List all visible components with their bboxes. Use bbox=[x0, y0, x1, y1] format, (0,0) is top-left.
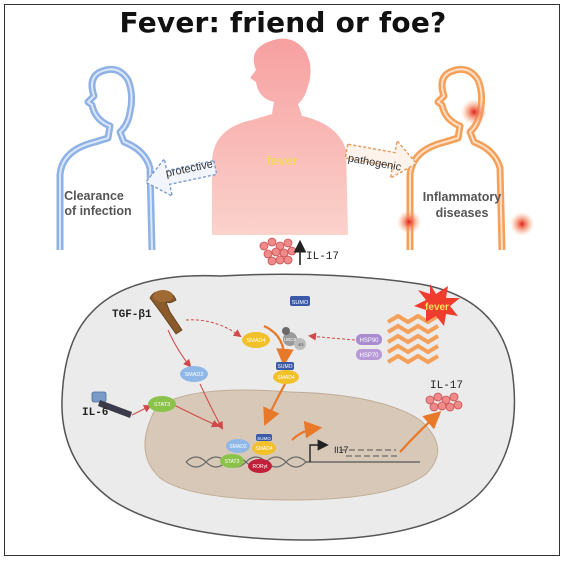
pathogenic-arrow: pathogenic bbox=[344, 139, 418, 180]
il17-cluster-right bbox=[425, 392, 463, 412]
il6-receptor bbox=[91, 391, 132, 418]
clearance-label-line1: Clearance bbox=[64, 189, 124, 203]
svg-text:SMAD4: SMAD4 bbox=[247, 338, 266, 344]
svg-text:SMAD4: SMAD4 bbox=[255, 446, 272, 452]
hsp90-protein: HSP90 bbox=[356, 334, 382, 345]
rorgt-nuclear: RORγt bbox=[248, 459, 272, 473]
il17-cluster-top bbox=[259, 237, 297, 266]
svg-text:UBC9: UBC9 bbox=[284, 337, 297, 342]
fever-burst: fever bbox=[414, 284, 460, 326]
tgfb1-to-smad2-arrow bbox=[167, 329, 192, 368]
sumo-top: SUMO bbox=[290, 296, 310, 306]
svg-text:SMAD2: SMAD2 bbox=[229, 444, 246, 450]
svg-text:HSP90: HSP90 bbox=[359, 338, 379, 344]
sumo-smad4-to-nucleus-arrow bbox=[263, 383, 286, 427]
fever-label: fever bbox=[266, 153, 297, 168]
il17-top-label: IL-17 bbox=[306, 251, 339, 263]
ubc9-e3-complex: UBC9 E3 bbox=[282, 327, 306, 350]
smad2-nuclear: SMAD2 bbox=[226, 439, 250, 453]
inflammation-spot-right-arm bbox=[510, 212, 534, 236]
il6-label: IL-6 bbox=[82, 407, 108, 419]
il17-right-label: IL-17 bbox=[430, 380, 463, 392]
sumo-nuclear: SUMO bbox=[256, 434, 272, 441]
protective-human-outline bbox=[56, 65, 156, 251]
svg-text:SMAD2: SMAD2 bbox=[185, 372, 204, 378]
svg-text:RORγt: RORγt bbox=[253, 464, 269, 470]
dna-helix bbox=[185, 456, 307, 468]
svg-text:HSP70: HSP70 bbox=[359, 353, 379, 359]
hsp-to-smad4-arrow bbox=[308, 332, 356, 341]
figure-title: Fever: friend or foe? bbox=[119, 6, 447, 39]
hsp70-protein: HSP70 bbox=[356, 349, 382, 360]
smad4-nuclear: SMAD4 bbox=[252, 441, 276, 455]
smad2-protein: SMAD2 bbox=[180, 366, 208, 382]
svg-text:SUMO: SUMO bbox=[278, 364, 293, 370]
stat3-protein-cytoplasm: STAT3 bbox=[148, 396, 176, 412]
complex-to-gene-arrow bbox=[291, 420, 323, 441]
protective-human-outline-inner bbox=[59, 68, 153, 251]
inflammation-spot-head bbox=[461, 99, 487, 125]
inflammatory-label-line2: diseases bbox=[436, 206, 489, 220]
svg-text:SUMO: SUMO bbox=[292, 300, 309, 306]
clearance-label-line2: of infection bbox=[64, 204, 131, 218]
nucleus bbox=[144, 389, 439, 501]
inflammatory-label-line1: Inflammatory bbox=[423, 190, 502, 204]
transcription-start-arrow bbox=[309, 439, 329, 462]
tgfb1-to-smad4-arrow bbox=[185, 319, 242, 338]
svg-text:SMAD4: SMAD4 bbox=[277, 375, 294, 381]
fever-human-silhouette bbox=[212, 38, 348, 235]
fever-burst-label: fever bbox=[425, 302, 449, 313]
stat3-to-nucleus-arrow bbox=[171, 403, 220, 428]
smad4-sumoylation-arrow bbox=[263, 324, 294, 367]
svg-text:STAT3: STAT3 bbox=[225, 459, 240, 465]
tgfb1-label: TGF-β1 bbox=[112, 309, 152, 321]
heat-wave-stack bbox=[386, 313, 440, 365]
svg-text:E3: E3 bbox=[299, 342, 305, 347]
figure-frame bbox=[4, 4, 560, 556]
stat3-nuclear: STAT3 bbox=[220, 454, 244, 468]
pathogenic-human-outline bbox=[406, 65, 506, 251]
mrna-transcript bbox=[340, 449, 400, 457]
tgfb1-receptor bbox=[149, 290, 183, 335]
pathogenic-human-outline-inner bbox=[409, 68, 503, 251]
smad2-to-nucleus-arrow bbox=[199, 383, 223, 430]
il6-to-stat3-arrow bbox=[131, 405, 152, 416]
sumo-smad4-cytoplasm: SUMO SMAD4 bbox=[273, 362, 299, 384]
inflammation-spot-left-arm bbox=[397, 210, 421, 234]
gene-to-il17-arrow bbox=[399, 411, 442, 453]
svg-text:SUMO: SUMO bbox=[257, 436, 271, 441]
svg-text:STAT3: STAT3 bbox=[154, 402, 170, 408]
smad4-protein-cytoplasm: SMAD4 bbox=[242, 332, 270, 348]
